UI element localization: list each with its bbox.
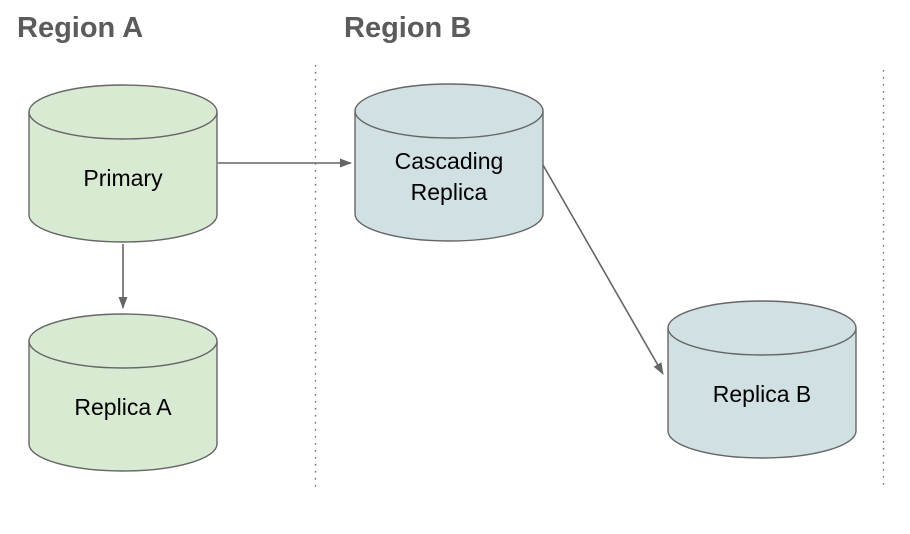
region-a-title: Region A xyxy=(17,12,144,44)
arrow-cascading-replica-to-replica-b xyxy=(542,164,664,375)
region-b-title: Region B xyxy=(344,12,472,44)
db-node-label: Replica A xyxy=(74,393,172,420)
db-node-cascading-replica: Cascading Replica xyxy=(354,83,544,243)
db-node-replica-a: Replica A xyxy=(28,313,218,473)
db-node-label: Replica B xyxy=(712,380,812,407)
database-cylinder-icon xyxy=(28,313,218,472)
db-node-label: Cascading Replica xyxy=(394,148,504,205)
database-cylinder-icon xyxy=(354,83,544,242)
db-node-primary: Primary xyxy=(28,84,218,244)
db-node-replica-b: Replica B xyxy=(667,300,857,460)
database-cylinder-icon xyxy=(28,84,218,243)
database-cylinder-icon xyxy=(667,300,857,459)
db-node-label: Primary xyxy=(83,164,163,191)
